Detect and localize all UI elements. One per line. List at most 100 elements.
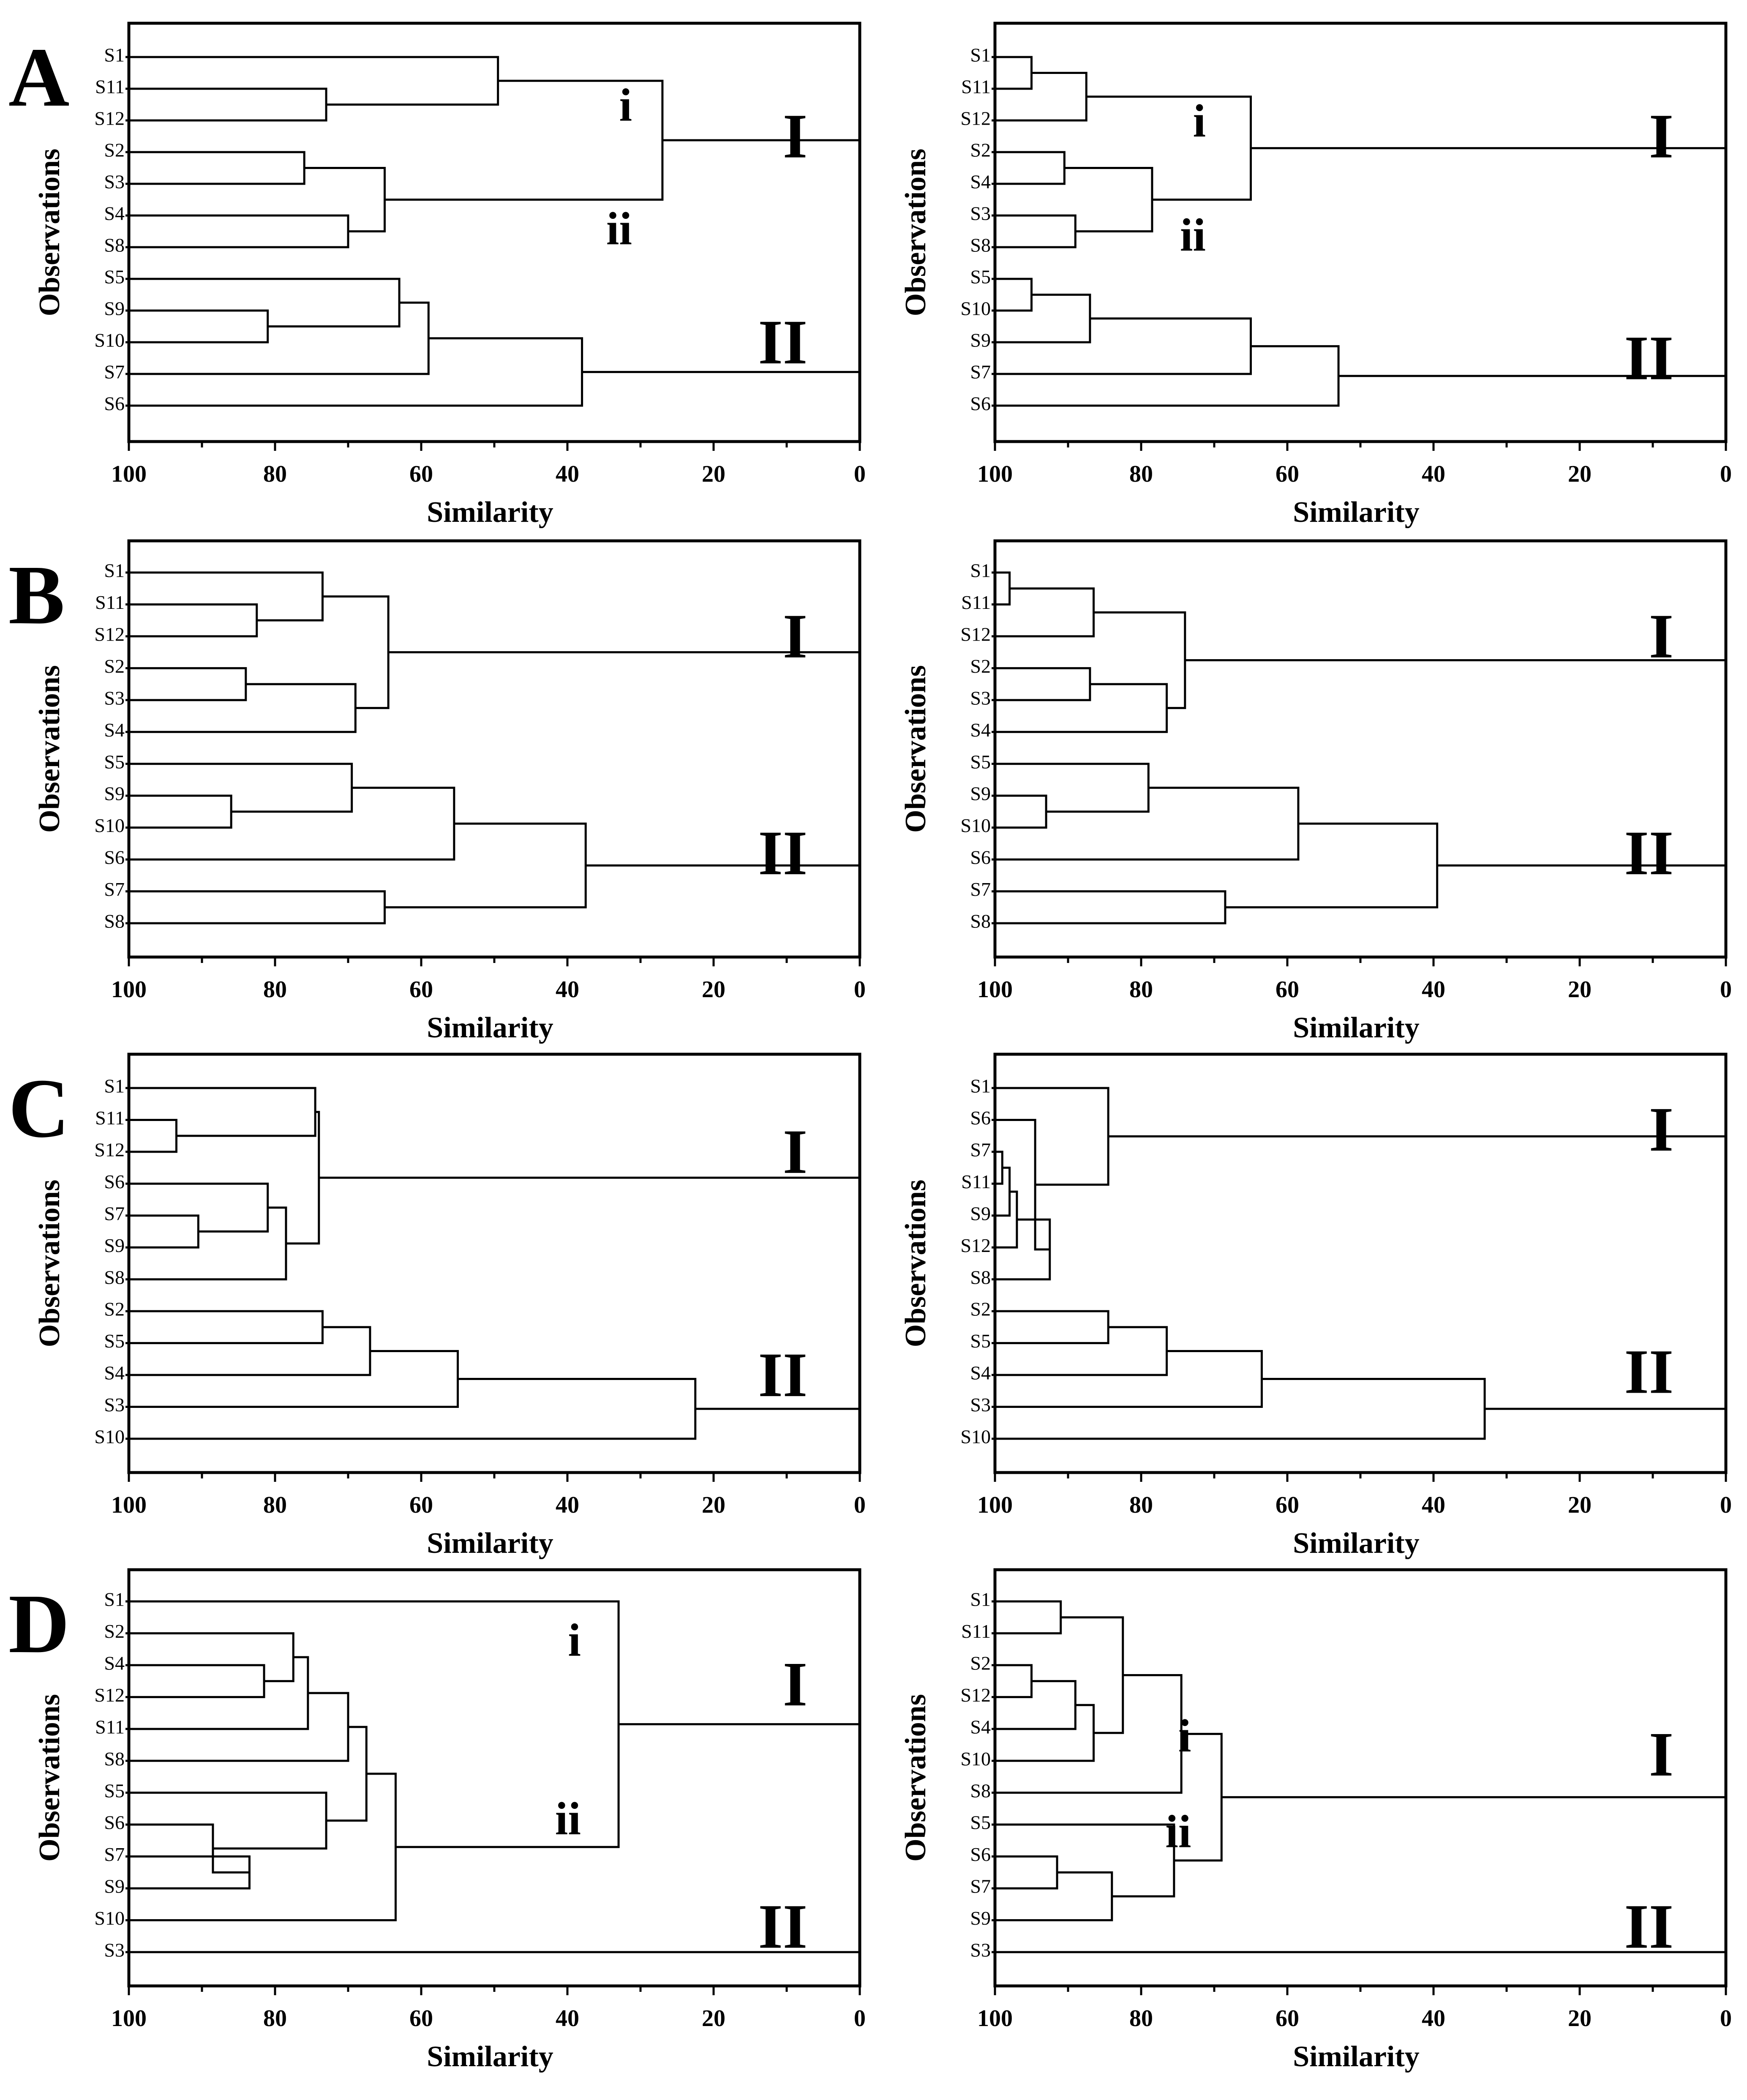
x-tick-label: 100 [977, 1492, 1013, 1518]
x-tick-label: 0 [854, 2005, 866, 2032]
leaf-label: S4 [104, 203, 125, 224]
leaf-label: S9 [970, 1907, 991, 1929]
dendrogram-link [995, 1871, 1113, 1922]
dendrogram-link [129, 667, 247, 701]
y-axis-label: Observations [899, 1180, 932, 1347]
leaf-label: S9 [970, 330, 991, 351]
x-tick-label: 0 [854, 1492, 866, 1518]
x-tick-label: 40 [556, 461, 579, 487]
dendrogram-link [129, 1692, 349, 1762]
leaf-label: S8 [970, 911, 991, 932]
leaf-label: S6 [104, 847, 125, 868]
dendrogram-link [129, 301, 430, 375]
dendrogram-link [129, 890, 386, 925]
leaf-label: S9 [104, 1876, 125, 1897]
leaf-label: S8 [104, 235, 125, 256]
dendrogram-link [129, 1632, 294, 1683]
leaf-label: S11 [961, 76, 991, 98]
leaf-label: S11 [961, 1171, 991, 1192]
x-tick-label: 20 [702, 1492, 725, 1518]
leaf-label: S4 [970, 171, 991, 193]
dendrogram-link [304, 167, 386, 232]
dendrogram-link [995, 214, 1077, 248]
leaf-label: S12 [94, 1139, 125, 1160]
x-tick-label: 100 [111, 976, 147, 1003]
dendrogram-link [129, 1656, 309, 1730]
leaf-label: S12 [960, 1235, 991, 1256]
leaf-label: S3 [970, 1394, 991, 1415]
dendrogram-link [995, 1310, 1109, 1345]
dendrogram-link [1251, 147, 1727, 377]
x-tick-label: 40 [556, 976, 579, 1003]
dendrogram-link [995, 1664, 1033, 1698]
x-tick-label: 60 [409, 976, 433, 1003]
dendrogram-link [319, 1176, 861, 1410]
x-tick-label: 60 [1276, 2005, 1299, 2032]
dendrogram-link [129, 1664, 265, 1698]
leaf-label: S7 [970, 878, 991, 900]
cluster-label: i [619, 79, 632, 131]
plot-frame [127, 1568, 861, 1988]
x-axis-label: Similarity [427, 496, 553, 529]
leaf-label: S5 [104, 266, 125, 288]
dendrogram-link [129, 337, 583, 407]
plot-frame [993, 1568, 1728, 1988]
dendrogram-link [1108, 1135, 1727, 1410]
leaf-label: S7 [104, 1844, 125, 1865]
leaf-label: S5 [970, 1812, 991, 1833]
leaf-label: S9 [104, 298, 125, 319]
leaf-label: S8 [970, 1780, 991, 1801]
cluster-label: II [1624, 1337, 1673, 1407]
y-axis-label: Observations [899, 1694, 932, 1862]
leaf-label: S6 [970, 847, 991, 868]
x-tick-label: 60 [1276, 976, 1299, 1003]
x-axis-label: Similarity [1293, 1012, 1419, 1044]
leaf-label: S3 [104, 1939, 125, 1961]
x-tick-label: 40 [1422, 1492, 1445, 1518]
x-tick-label: 60 [1276, 461, 1299, 487]
plot-frame [993, 539, 1728, 959]
x-tick-label: 80 [263, 2005, 287, 2032]
cluster-label: I [783, 601, 807, 671]
x-tick-label: 80 [263, 1492, 287, 1518]
dendrogram-link [129, 786, 455, 861]
dendrogram-link [1064, 167, 1153, 232]
x-axis-label: Similarity [1293, 1527, 1419, 1560]
dendrogram-link [995, 667, 1091, 701]
panel-letter: B [8, 548, 65, 642]
dendrogram-link [995, 1190, 1018, 1249]
leaf-label: S3 [104, 1394, 125, 1415]
dendrogram-link [129, 1378, 697, 1440]
cluster-label: ii [1165, 1805, 1191, 1857]
x-tick-label: 100 [977, 976, 1013, 1003]
plot-frame [127, 539, 861, 959]
dendrogram-link [286, 1111, 320, 1245]
leaf-label: S2 [104, 139, 125, 161]
x-axis-label: Similarity [1293, 496, 1419, 529]
dendrogram-link [995, 345, 1340, 407]
dendrogram-link [129, 1773, 397, 1922]
x-tick-label: 40 [1422, 461, 1445, 487]
dendrogram-link [129, 603, 258, 638]
leaf-label: S3 [970, 203, 991, 224]
dendrogram-link [129, 1310, 324, 1345]
dendrogram-link [129, 309, 269, 344]
dendrogram-link [995, 1350, 1263, 1408]
dendrogram-link [129, 683, 357, 733]
dendrogram-link [995, 571, 1011, 605]
leaf-label: S10 [94, 330, 125, 351]
panel-letter: C [8, 1062, 69, 1155]
leaf-label: S7 [104, 361, 125, 383]
cluster-label: II [758, 1340, 807, 1410]
x-tick-label: 60 [1276, 1492, 1299, 1518]
leaf-label: S4 [970, 1362, 991, 1384]
leaf-label: S9 [104, 783, 125, 805]
dendrogram-link [995, 1823, 1175, 1898]
dendrogram-link [129, 763, 353, 813]
dendrogram-link [326, 1726, 368, 1822]
